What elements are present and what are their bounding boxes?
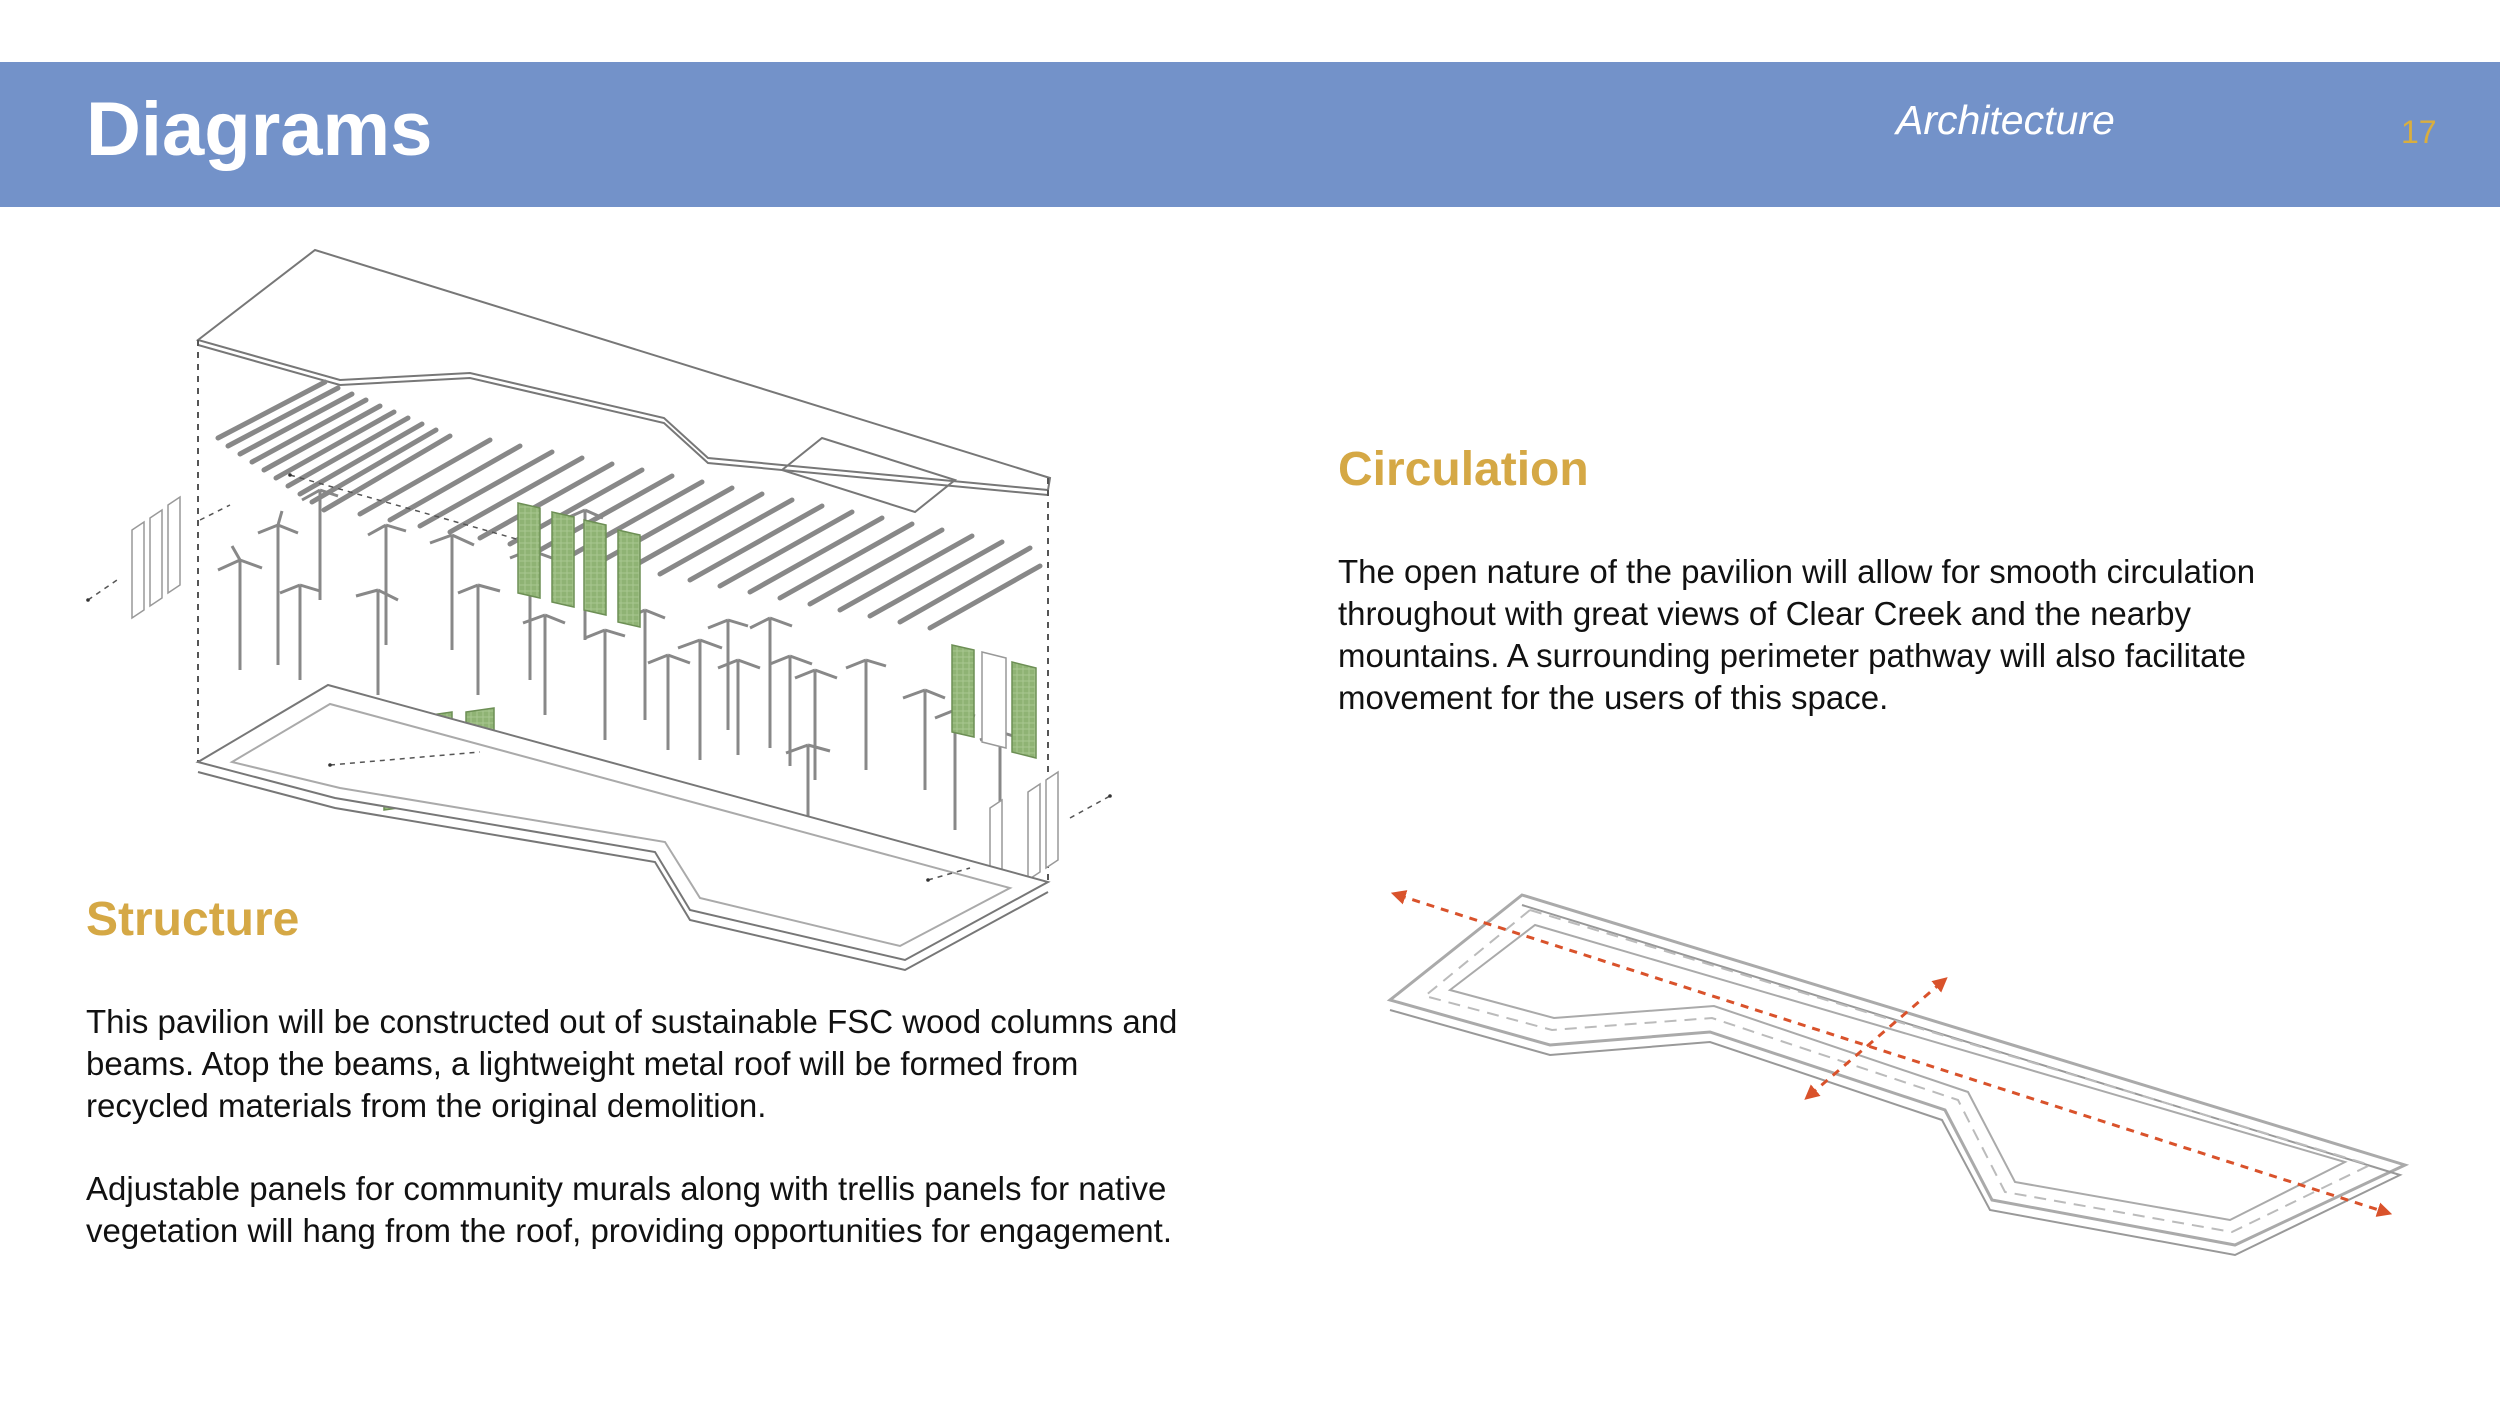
floor-slab <box>195 683 1051 972</box>
section-label: Architecture <box>1896 97 2115 143</box>
header-bar: Diagrams Architecture 17 <box>0 62 2500 207</box>
circulation-paragraph: The open nature of the pavilion will all… <box>1338 553 2256 716</box>
structure-heading: Structure <box>86 893 300 946</box>
pathway-outline <box>1386 893 2410 1257</box>
circulation-heading: Circulation <box>1338 443 1589 496</box>
page-number: 17 <box>2401 114 2437 150</box>
page-title: Diagrams <box>86 87 433 172</box>
structure-paragraph-2: Adjustable panels for community murals a… <box>86 1170 1172 1249</box>
guide-lines <box>86 473 1112 882</box>
frame-guides <box>197 340 1049 880</box>
wood-columns <box>217 488 1021 830</box>
circulation-arrows <box>1390 890 2393 1217</box>
mural-panels <box>131 495 1059 898</box>
structure-paragraph-1: This pavilion will be constructed out of… <box>86 1003 1178 1124</box>
